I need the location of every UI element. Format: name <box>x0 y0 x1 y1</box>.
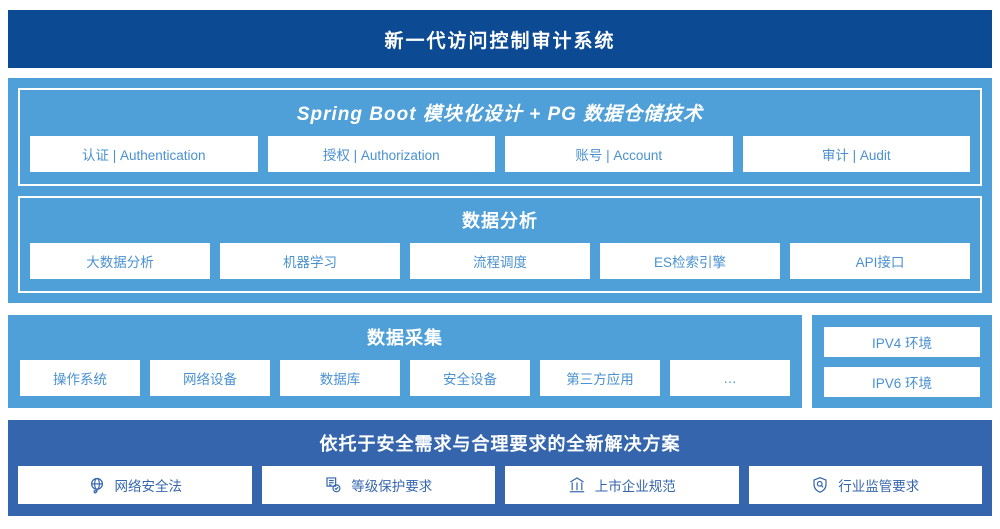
shield-search-icon <box>811 476 829 494</box>
data-collection-panel: 数据采集 操作系统 网络设备 数据库 安全设备 第三方应用 … <box>8 315 802 408</box>
header-bar: 新一代访问控制审计系统 <box>8 10 992 68</box>
document-check-icon <box>324 476 342 494</box>
group-title-data-analysis: 数据分析 <box>462 211 538 231</box>
card-industry-regulation[interactable]: 行业监管要求 <box>748 466 982 504</box>
group-title-solution: 依托于安全需求与合理要求的全新解决方案 <box>319 434 681 454</box>
bank-icon <box>568 476 586 494</box>
environment-panel: IPV4 环境 IPV6 环境 <box>812 315 992 408</box>
card-machine-learning[interactable]: 机器学习 <box>220 243 400 279</box>
platform-panel: Spring Boot 模块化设计 + PG 数据仓储技术 认证 | Authe… <box>8 78 992 303</box>
card-es-search-engine[interactable]: ES检索引擎 <box>600 243 780 279</box>
card-big-data-analysis[interactable]: 大数据分析 <box>30 243 210 279</box>
platform-group-spring-boot: Spring Boot 模块化设计 + PG 数据仓储技术 认证 | Authe… <box>18 88 982 186</box>
card-label: 网络安全法 <box>114 479 183 494</box>
card-process-scheduling[interactable]: 流程调度 <box>410 243 590 279</box>
card-operating-system[interactable]: 操作系统 <box>20 360 140 396</box>
card-listed-company-standard[interactable]: 上市企业规范 <box>505 466 739 504</box>
card-api-interface[interactable]: API接口 <box>790 243 970 279</box>
card-network-device[interactable]: 网络设备 <box>150 360 270 396</box>
platform-group-data-analysis: 数据分析 大数据分析 机器学习 流程调度 ES检索引擎 API接口 <box>18 196 982 293</box>
card-label: 等级保护要求 <box>351 479 433 494</box>
card-label: 行业监管要求 <box>838 479 920 494</box>
group-title-spring-boot: Spring Boot 模块化设计 + PG 数据仓储技术 <box>296 104 704 125</box>
card-authentication[interactable]: 认证 | Authentication <box>30 136 258 172</box>
card-account[interactable]: 账号 | Account <box>505 136 733 172</box>
collection-row: 数据采集 操作系统 网络设备 数据库 安全设备 第三方应用 … IPV4 环境 … <box>8 315 992 408</box>
card-security-device[interactable]: 安全设备 <box>410 360 530 396</box>
card-classified-protection[interactable]: 等级保护要求 <box>261 466 495 504</box>
globe-icon <box>88 476 106 494</box>
card-third-party-app[interactable]: 第三方应用 <box>540 360 660 396</box>
data-collection-card-row: 操作系统 网络设备 数据库 安全设备 第三方应用 … <box>20 360 790 396</box>
card-database[interactable]: 数据库 <box>280 360 400 396</box>
spring-boot-card-row: 认证 | Authentication 授权 | Authorization 账… <box>30 136 970 172</box>
solution-panel: 依托于安全需求与合理要求的全新解决方案 网络安全法 <box>8 420 992 516</box>
data-analysis-card-row: 大数据分析 机器学习 流程调度 ES检索引擎 API接口 <box>30 243 970 279</box>
card-cybersecurity-law[interactable]: 网络安全法 <box>18 466 252 504</box>
card-ipv6-environment[interactable]: IPV6 环境 <box>824 366 980 397</box>
card-ipv4-environment[interactable]: IPV4 环境 <box>824 326 980 357</box>
card-more-ellipsis[interactable]: … <box>670 360 790 396</box>
card-label: 上市企业规范 <box>594 479 676 494</box>
page-title: 新一代访问控制审计系统 <box>384 30 616 52</box>
card-audit[interactable]: 审计 | Audit <box>742 136 970 172</box>
solution-card-row: 网络安全法 等级保护要求 <box>18 466 982 504</box>
card-authorization[interactable]: 授权 | Authorization <box>267 136 495 172</box>
group-title-data-collection: 数据采集 <box>367 328 443 348</box>
